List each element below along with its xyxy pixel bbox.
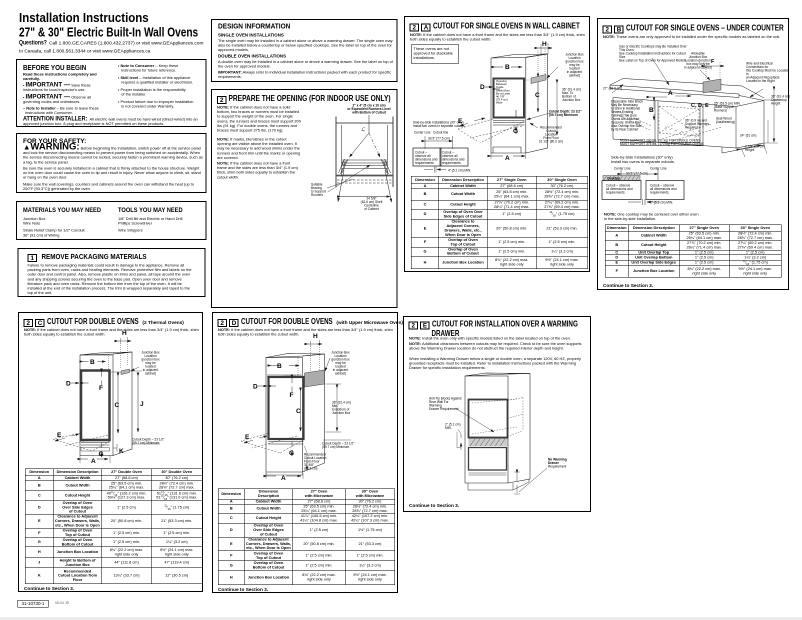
svg-text:D: D (66, 381, 71, 388)
svg-text:G: G (99, 451, 104, 458)
svg-text:H: H (313, 333, 318, 340)
svg-text:F: F (99, 385, 103, 392)
svg-text:K: K (119, 448, 124, 455)
svg-text:F: F (711, 59, 715, 65)
svg-text:H: H (542, 41, 547, 48)
svg-text:C: C (115, 402, 120, 409)
svg-text:B: B (505, 64, 510, 71)
svg-text:E: E (458, 118, 463, 125)
svg-text:ℒ: ℒ (361, 126, 366, 133)
svg-text:A: A (505, 155, 510, 162)
svg-text:D: D (253, 384, 258, 391)
svg-text:A: A (668, 90, 673, 97)
svg-text:H: H (122, 330, 127, 337)
svg-text:G: G (513, 128, 518, 135)
svg-text:C: C (535, 92, 540, 99)
svg-text:B: B (277, 363, 282, 370)
svg-text:A: A (281, 475, 286, 482)
svg-text:E: E (57, 432, 62, 439)
svg-text:C: C (296, 408, 301, 415)
svg-text:G: G (289, 450, 294, 457)
svg-text:B: B (649, 107, 654, 114)
svg-text:J: J (140, 401, 144, 408)
svg-text:E: E (245, 434, 250, 441)
svg-text:C, D, E: C, D, E (691, 103, 709, 109)
svg-text:D: D (480, 84, 485, 91)
svg-text:B: B (90, 359, 95, 366)
svg-text:F: F (290, 392, 294, 399)
svg-text:A: A (91, 458, 96, 465)
